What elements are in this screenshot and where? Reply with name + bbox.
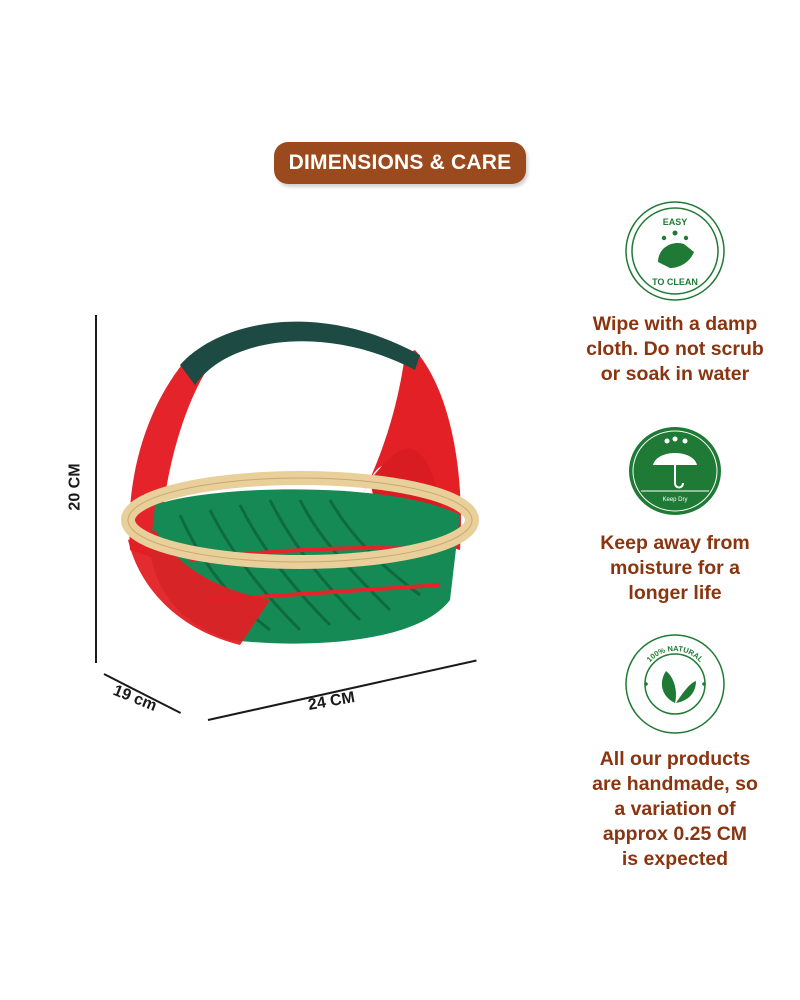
svg-text:EASY: EASY (663, 217, 688, 227)
height-dimension-line (95, 315, 97, 663)
care-text-line: moisture for a (609, 557, 741, 579)
svg-text:TO CLEAN: TO CLEAN (652, 277, 698, 287)
care-text-line: a variation of (614, 798, 736, 820)
care-text-line: is expected (621, 848, 729, 870)
care-text-line: Wipe with a damp (592, 313, 758, 335)
care-text-line: or soak in water (600, 363, 750, 385)
section-title: DIMENSIONS & CARE (288, 151, 512, 174)
section-title-badge: DIMENSIONS & CARE (274, 142, 526, 184)
care-text-line: Keep away from (600, 532, 750, 554)
basket-product-image (121, 321, 479, 645)
width-label: 24 CM (306, 689, 357, 714)
easy-to-clean-icon: EASY TO CLEAN (625, 201, 725, 301)
care-text-line: longer life (628, 582, 722, 604)
svg-text:Keep Dry: Keep Dry (662, 497, 687, 503)
care-text-line: are handmade, so (592, 773, 758, 795)
depth-label: 19 cm (110, 682, 160, 715)
care-text-line: approx 0.25 CM (602, 823, 748, 845)
care-text-line: cloth. Do not scrub (586, 338, 764, 360)
care-text-line: All our products (599, 748, 751, 770)
keep-dry-umbrella-icon: Keep Dry (629, 427, 721, 515)
natural-leaf-icon: 100% NATURAL (625, 634, 725, 734)
height-label: 20 CM (66, 463, 84, 511)
